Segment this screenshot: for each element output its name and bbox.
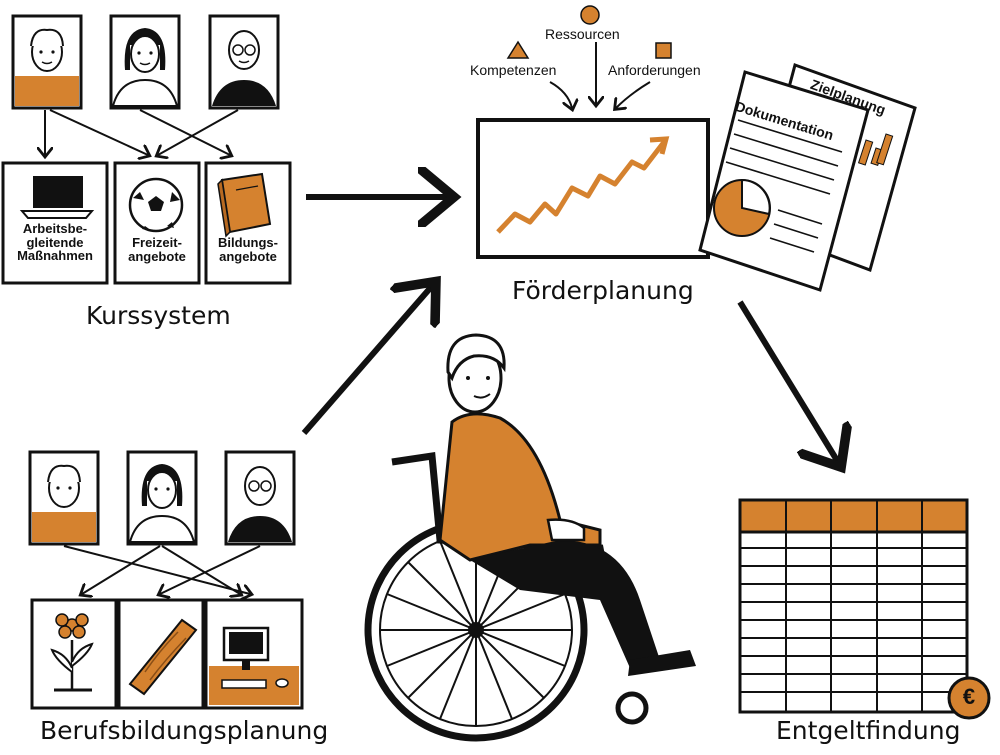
input-label-kompetenzen: Kompetenzen bbox=[470, 62, 557, 78]
book-icon bbox=[217, 172, 272, 238]
ressourcen-circle bbox=[580, 5, 600, 25]
berufsbildung-tile-computer bbox=[204, 598, 304, 710]
planning-board bbox=[476, 118, 710, 259]
berufsbildung-person-1 bbox=[28, 450, 100, 546]
kurssystem-person-3 bbox=[208, 14, 280, 110]
arrow-foerderplanung-to-entgelt bbox=[737, 300, 838, 462]
kurssystem-tile-ball bbox=[113, 161, 201, 285]
anforderungen-square bbox=[655, 42, 672, 59]
euro-symbol: € bbox=[962, 684, 976, 709]
entgelt-table bbox=[738, 498, 991, 720]
kurssystem-tile-book bbox=[204, 161, 292, 285]
kompetenzen-triangle bbox=[506, 40, 530, 59]
kurssystem-title: Kurssystem bbox=[86, 301, 231, 330]
tile-label-freizeit: Freizeit- angebote bbox=[128, 235, 186, 264]
kurssystem-person-2 bbox=[109, 14, 181, 110]
entgelt-title: Entgeltfindung bbox=[776, 716, 961, 745]
foerderplanung-title: Förderplanung bbox=[512, 276, 694, 305]
berufsbildung-title: Berufsbildungsplanung bbox=[40, 716, 329, 745]
kurssystem-person-1 bbox=[11, 14, 83, 110]
input-label-ressourcen: Ressourcen bbox=[545, 26, 620, 42]
arrow-berufsbildung-to-foerderplanung bbox=[301, 286, 432, 435]
berufsbildung-person-2 bbox=[126, 450, 198, 546]
flower-icon bbox=[50, 613, 94, 692]
bar-chart-icon bbox=[857, 133, 894, 167]
berufsbildung-tile-wood bbox=[117, 598, 205, 710]
wheelchair-person bbox=[364, 333, 696, 742]
laptop-icon bbox=[19, 176, 95, 219]
wood-plank-icon bbox=[128, 618, 198, 696]
computer-icon bbox=[221, 626, 289, 689]
tile-label-arbeitsbegleitend: Arbeitsbe- gleitende Maßnahmen bbox=[17, 221, 93, 264]
kurssystem-links bbox=[45, 109, 239, 155]
soccer-ball-icon bbox=[128, 177, 184, 233]
pie-chart-icon bbox=[713, 178, 771, 237]
input-shapes bbox=[506, 5, 672, 59]
input-arrows bbox=[549, 42, 651, 108]
euro-coin-icon bbox=[947, 676, 991, 720]
input-label-anforderungen: Anforderungen bbox=[608, 62, 701, 78]
tile-label-bildung: Bildungs- angebote bbox=[218, 235, 278, 264]
growth-line bbox=[496, 140, 666, 234]
dokumentation-document bbox=[698, 70, 870, 292]
berufsbildung-tile-flower bbox=[30, 598, 118, 710]
berufsbildung-person-3 bbox=[224, 450, 296, 546]
kurssystem-tile-laptop bbox=[1, 161, 109, 285]
berufsbildung-links bbox=[63, 545, 261, 594]
